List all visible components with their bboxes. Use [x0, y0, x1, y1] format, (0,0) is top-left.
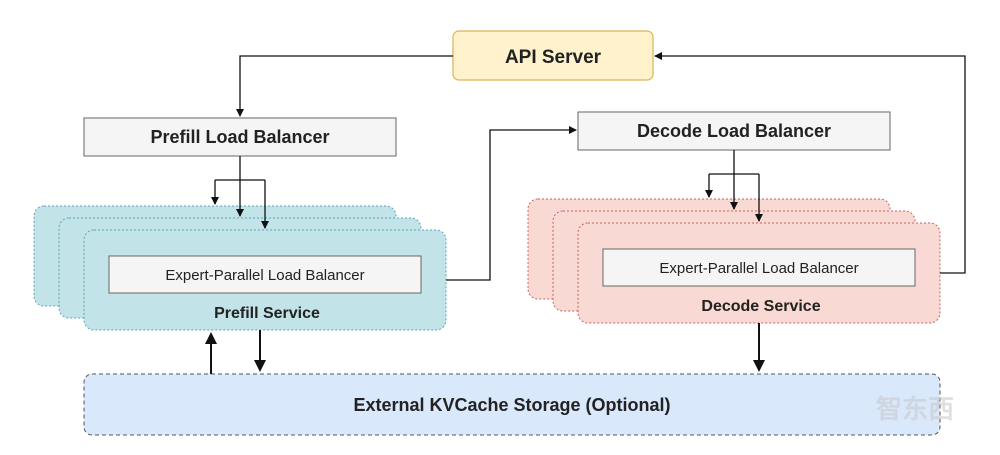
- api-server-node: API Server: [452, 30, 654, 81]
- api-server-label: API Server: [505, 47, 602, 68]
- kvcache-storage-label: External KVCache Storage (Optional): [353, 395, 670, 415]
- prefill-load-balancer-node: Prefill Load Balancer: [83, 117, 397, 157]
- prefill-service-stack: Expert-Parallel Load Balancer Prefill Se…: [33, 205, 447, 331]
- decode-ep-load-balancer-label: Expert-Parallel Load Balancer: [659, 260, 858, 277]
- watermark-text: 智东西: [876, 394, 954, 425]
- fanout-decode-lines: [708, 150, 760, 221]
- decode-load-balancer-label: Decode Load Balancer: [637, 121, 831, 141]
- arrow-prefill-to-decode-lb: [446, 126, 577, 281]
- kvcache-storage-node: External KVCache Storage (Optional): [83, 373, 941, 436]
- arrow-api-to-prefill-lb: [236, 55, 453, 117]
- prefill-service-label: Prefill Service: [214, 305, 320, 322]
- prefill-load-balancer-label: Prefill Load Balancer: [150, 127, 329, 147]
- watermark-logo: 智东西: [876, 394, 954, 425]
- arrow-decode-to-api: [654, 52, 966, 274]
- decode-service-stack: Expert-Parallel Load Balancer Decode Ser…: [527, 198, 941, 324]
- decode-load-balancer-node: Decode Load Balancer: [577, 111, 891, 151]
- connectors: [211, 52, 966, 281]
- storage-connectors: [205, 323, 765, 374]
- decode-service-label: Decode Service: [701, 298, 820, 315]
- prefill-ep-load-balancer-label: Expert-Parallel Load Balancer: [165, 267, 364, 284]
- fanout-prefill-lines: [214, 156, 266, 228]
